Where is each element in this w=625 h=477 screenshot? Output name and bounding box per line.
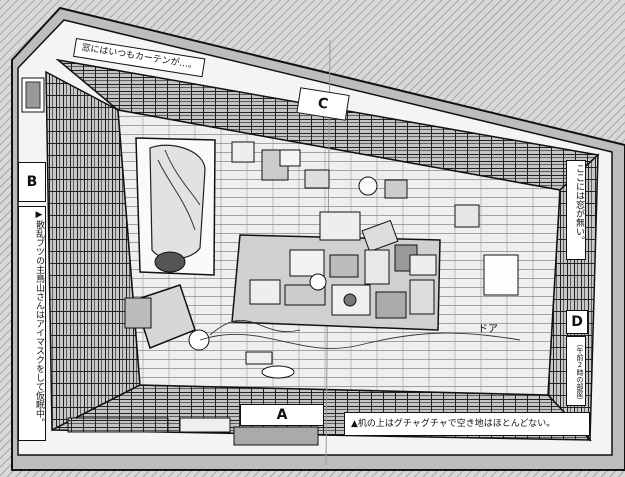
time-note: （午前2時の部屋） [566,336,586,406]
marker-d: D [566,310,588,334]
no-window-note: ここには窓が無い。 [566,160,586,260]
desk-note: ▲机の上はグチャグチャで空き地はほとんどない。 [344,412,590,436]
napping-note: ▶散乱ブツの主鳥山さんはアイマスクをして仮眠中。 [18,206,46,441]
marker-b: B [18,162,46,202]
door-arrow: ドア [478,324,498,335]
marker-a: A [240,404,324,426]
